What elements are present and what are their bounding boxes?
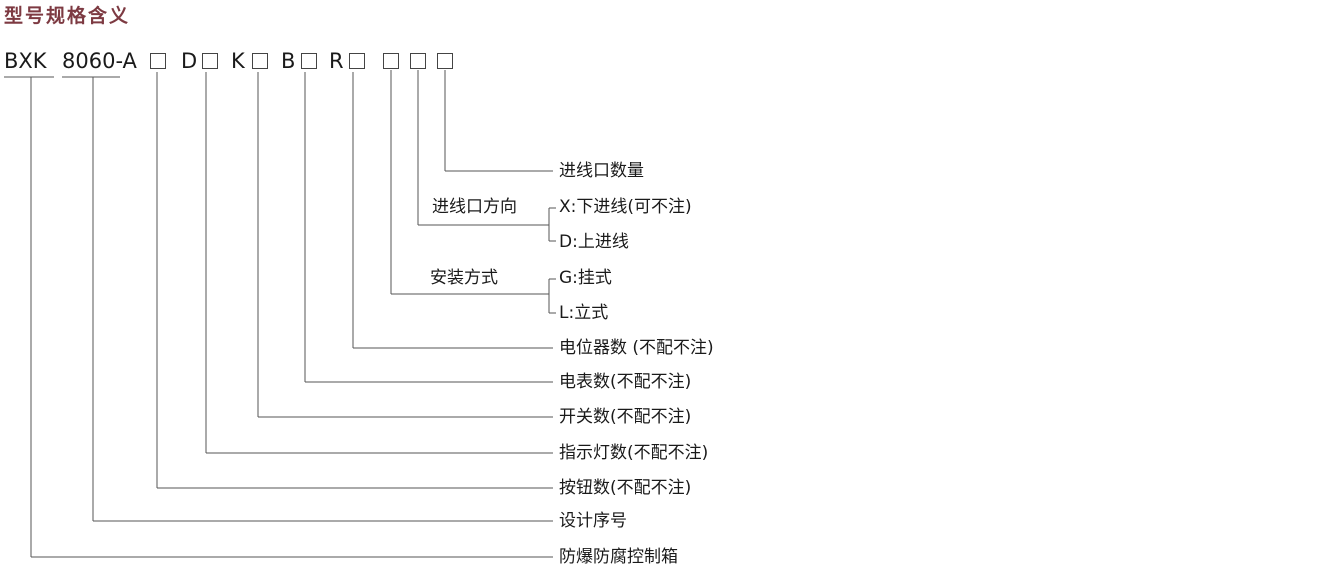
code-letter-k: K	[231, 49, 245, 73]
label-inlet-count: 进线口数量	[559, 161, 644, 181]
label-install-l: L:立式	[559, 303, 609, 323]
label-install-g: G:挂式	[559, 268, 612, 288]
code-box-indicator	[202, 53, 218, 69]
code-box-inlet-count	[437, 53, 453, 69]
label-design-serial: 设计序号	[559, 511, 627, 531]
code-box-button	[150, 53, 166, 69]
code-box-direction	[410, 53, 426, 69]
code-letter-r: R	[329, 49, 344, 73]
label-potentiometer-count: 电位器数 (不配不注)	[559, 338, 714, 358]
label-install-method: 安装方式	[430, 268, 498, 288]
label-inlet-direction: 进线口方向	[432, 197, 517, 217]
code-number: 8060-A	[62, 49, 137, 73]
label-switch-count: 开关数(不配不注)	[559, 407, 692, 427]
code-box-meter	[301, 53, 317, 69]
label-indicator-count: 指示灯数(不配不注)	[559, 443, 709, 463]
label-direction-d: D:上进线	[559, 232, 629, 252]
label-button-count: 按钮数(不配不注)	[559, 478, 692, 498]
label-meter-count: 电表数(不配不注)	[559, 372, 692, 392]
code-letter-b: B	[281, 49, 296, 73]
label-direction-x: X:下进线(可不注)	[559, 197, 692, 217]
label-product-type: 防爆防腐控制箱	[559, 547, 678, 567]
code-box-install	[383, 53, 399, 69]
code-box-potentiometer	[349, 53, 365, 69]
code-box-switch	[252, 53, 268, 69]
code-prefix: BXK	[4, 49, 47, 73]
section-title: 型号规格含义	[4, 5, 131, 27]
code-letter-d: D	[181, 49, 198, 73]
